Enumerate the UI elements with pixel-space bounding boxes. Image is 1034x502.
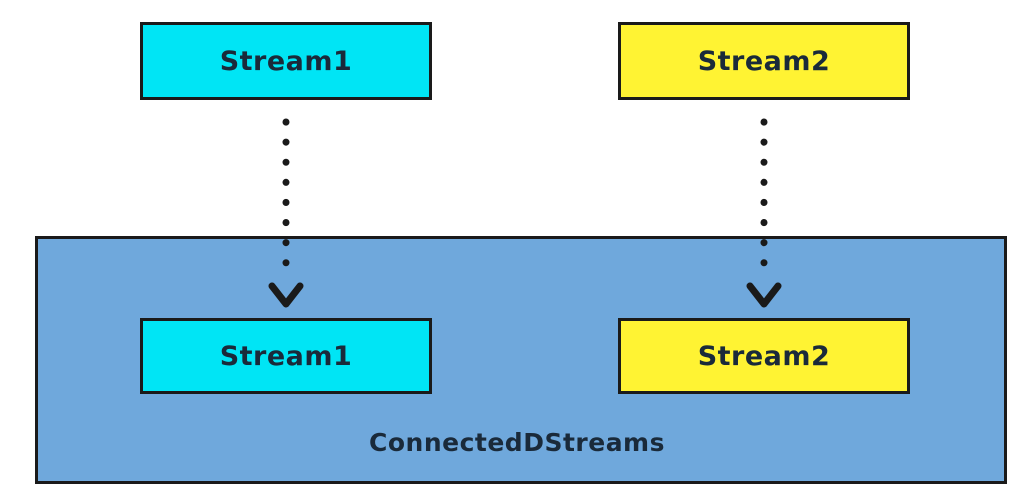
input-stream1-box: Stream1	[140, 22, 432, 100]
connected-stream2-box: Stream2	[618, 318, 910, 394]
arrowhead-down-icon	[746, 282, 782, 308]
input-stream2-label: Stream2	[697, 45, 831, 77]
arrow-stream1	[268, 118, 304, 308]
input-stream1-label: Stream1	[219, 45, 353, 77]
connected-dstreams-title: ConnectedDStreams	[369, 428, 665, 457]
connected-stream2-label: Stream2	[697, 340, 831, 372]
connected-stream1-box: Stream1	[140, 318, 432, 394]
arrowhead-down-icon	[268, 282, 304, 308]
arrow-stream2	[746, 118, 782, 308]
input-stream2-box: Stream2	[618, 22, 910, 100]
connected-stream1-label: Stream1	[219, 340, 353, 372]
